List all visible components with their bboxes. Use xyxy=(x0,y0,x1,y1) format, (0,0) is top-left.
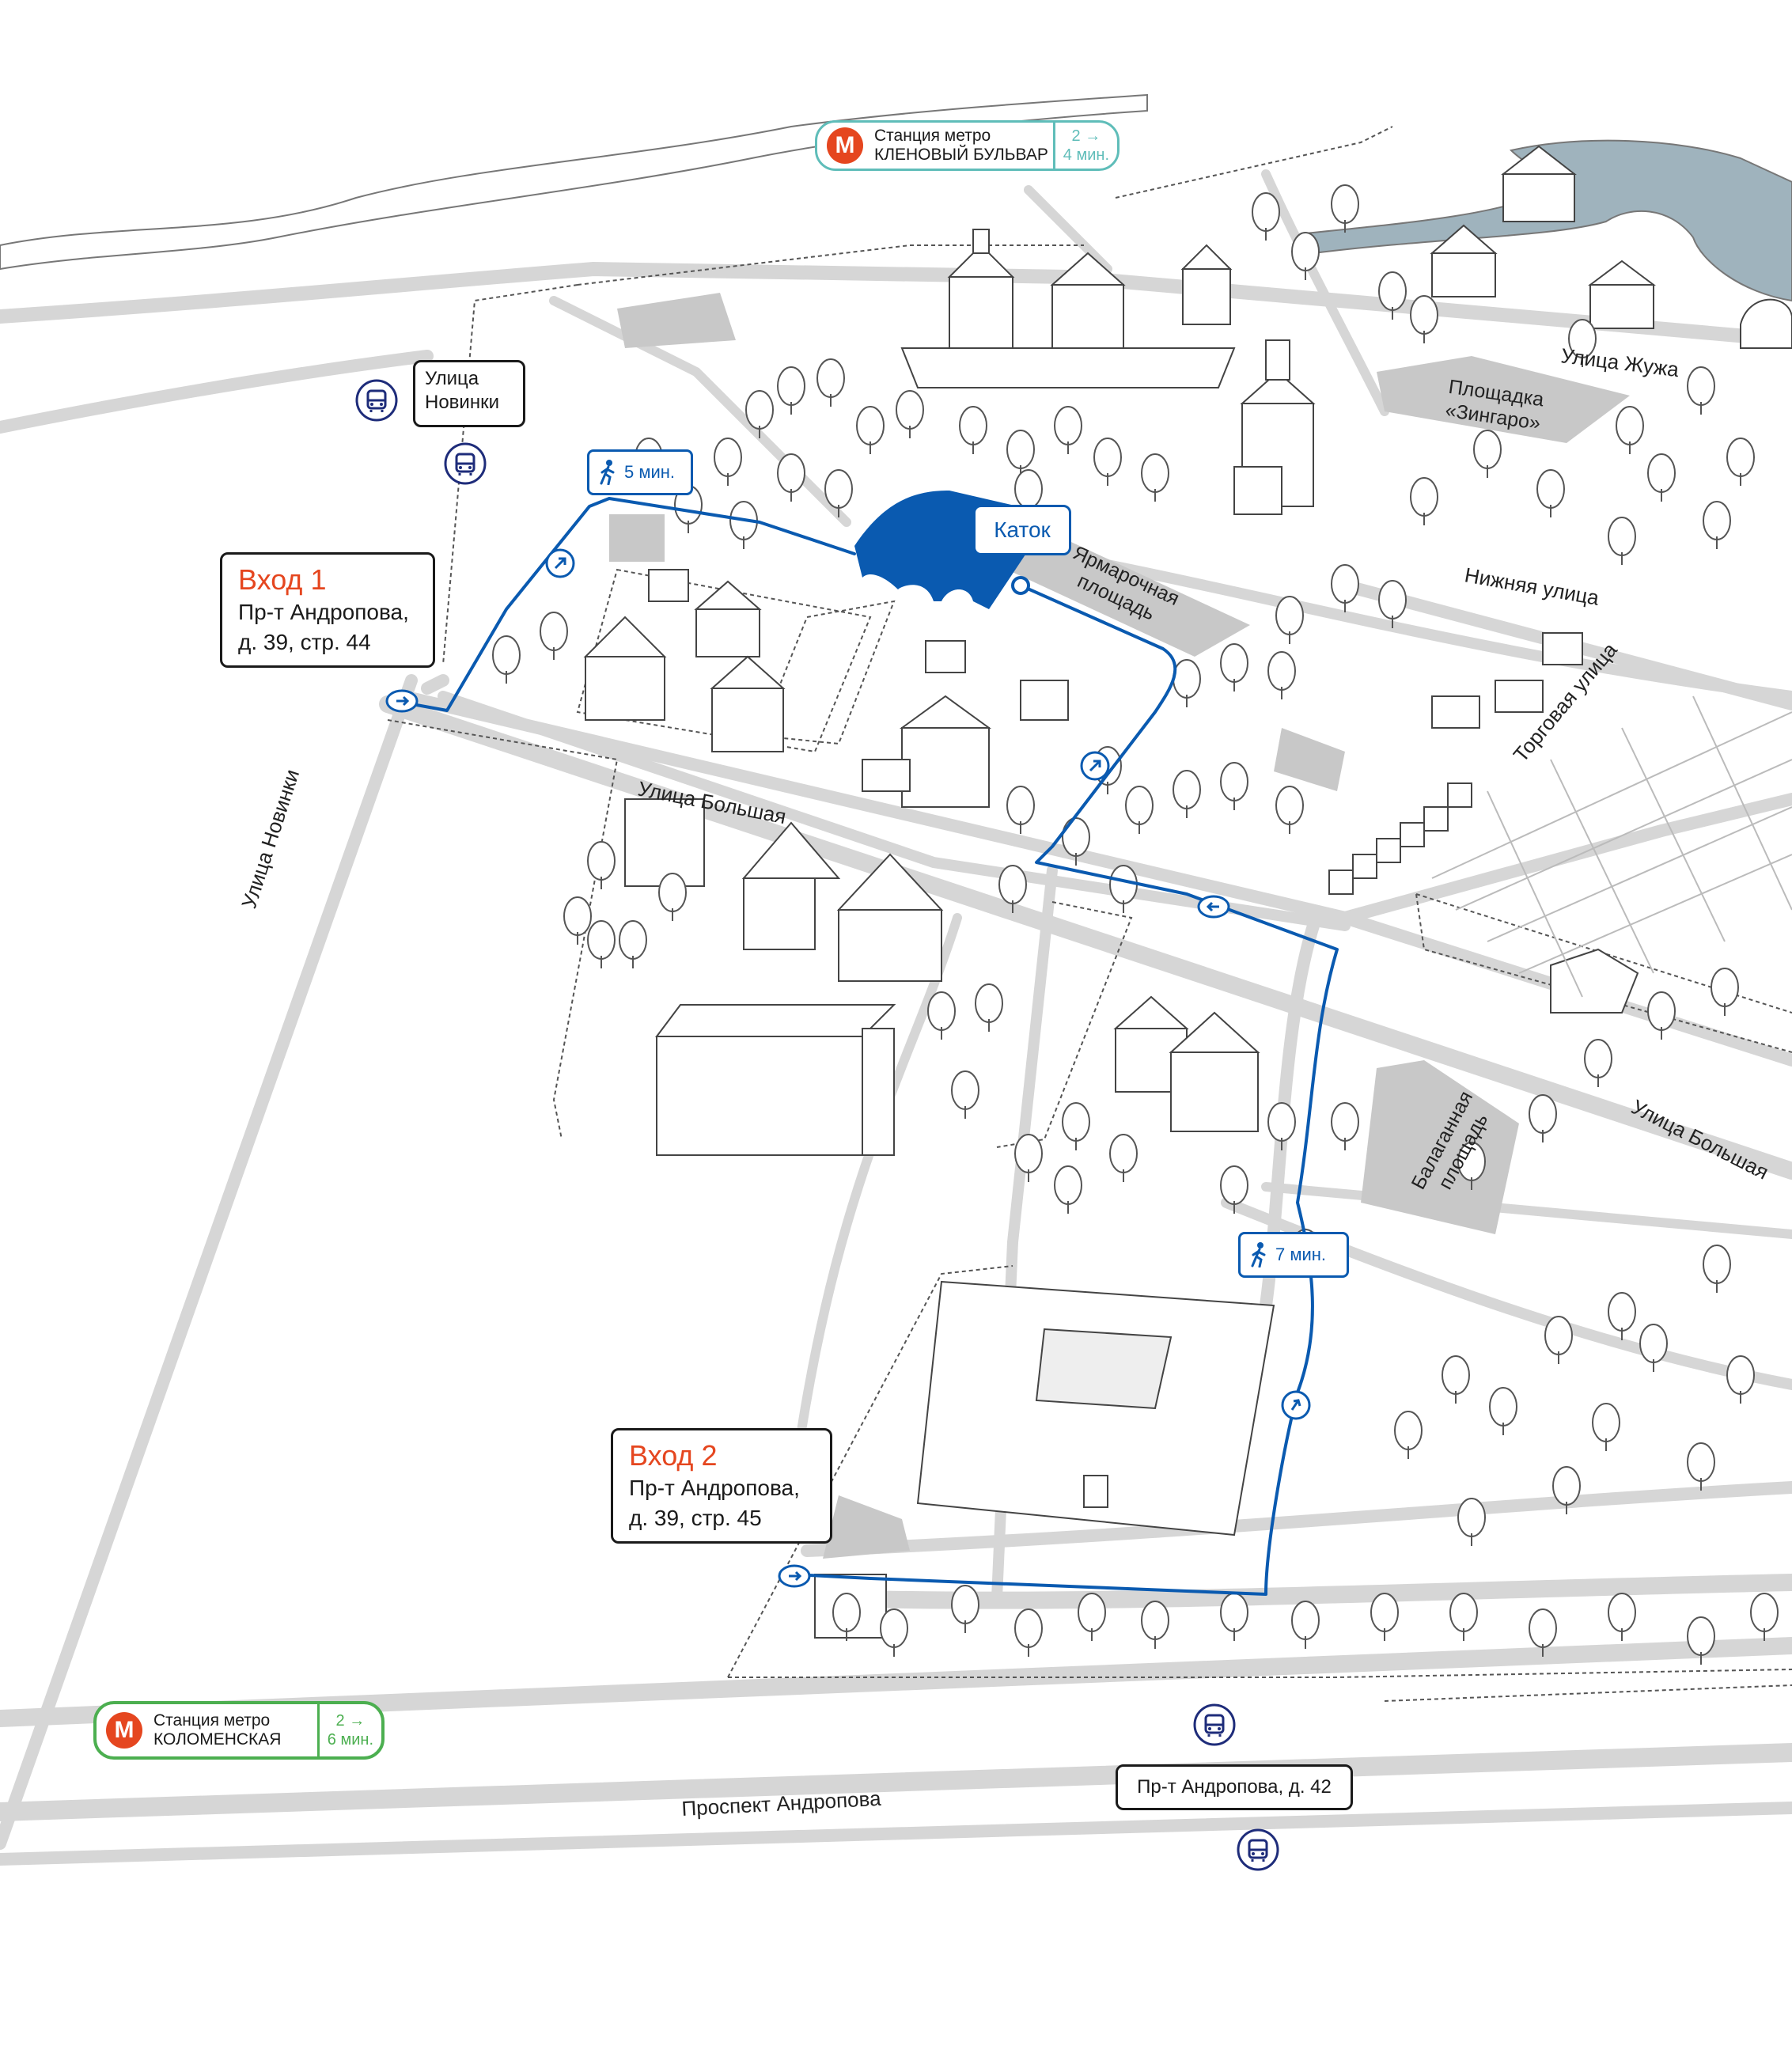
barns-building-icon xyxy=(741,821,944,982)
bus-icon[interactable] xyxy=(354,378,399,422)
bus-icon[interactable] xyxy=(1236,1828,1280,1872)
bus-stop-andropova-42[interactable]: Пр-т Андропова, д. 42 xyxy=(1116,1764,1353,1810)
house-building-icon xyxy=(1431,252,1496,297)
rink-label[interactable]: Каток xyxy=(973,505,1071,555)
entrance-address-line1: Пр-т Андропова, xyxy=(629,1476,800,1500)
arrow-icon xyxy=(1281,1390,1311,1420)
street-zhuzha: Улица Жужа xyxy=(1559,343,1680,381)
metro-time: 2 → 4 мин. xyxy=(1052,123,1117,169)
street-bolshaya-lower: Улица Большая xyxy=(1627,1095,1772,1184)
walk-time-text: 7 мин. xyxy=(1275,1245,1327,1264)
metro-badge-kolomenskaya[interactable]: М Станция метро КОЛОМЕНСКАЯ 2 → 6 мин. xyxy=(93,1701,385,1760)
metro-caption: Станция метро xyxy=(153,1711,271,1730)
metro-station-name: Станция метро КОЛОМЕНСКАЯ xyxy=(153,1711,281,1749)
homestead2-building-icon xyxy=(862,640,1069,808)
buildings xyxy=(583,145,1792,1639)
yarmarochnaya-plaza xyxy=(973,522,1250,657)
plazas xyxy=(609,293,1630,1559)
entrance-title: Вход 2 xyxy=(629,1439,718,1472)
entrance-address-line2: д. 39, стр. 44 xyxy=(238,630,371,654)
entrance-1-callout[interactable]: Вход 1 Пр-т Андропова, д. 39, стр. 44 xyxy=(220,552,435,668)
walk-time-text: 5 мин. xyxy=(624,462,676,482)
walk-icon xyxy=(600,460,615,485)
metro-time: 2 → 6 мин. xyxy=(316,1704,381,1756)
gazebo-building-icon xyxy=(1550,948,1639,1014)
entrance-address-line2: д. 39, стр. 45 xyxy=(629,1506,762,1530)
metro-station: КОЛОМЕНСКАЯ xyxy=(153,1730,282,1749)
street-novinki: Улица Новинки xyxy=(237,767,304,911)
bus-icon[interactable] xyxy=(1192,1703,1237,1747)
homestead-building-icon xyxy=(583,569,786,752)
metro-logo-icon: М xyxy=(106,1712,142,1749)
arrow-icon xyxy=(778,1564,811,1588)
balagannaya-plaza xyxy=(1361,1060,1519,1234)
destination-dot xyxy=(1011,576,1030,595)
walk-time-2: 7 мин. xyxy=(1238,1232,1349,1278)
arrow-icon xyxy=(1080,751,1110,781)
entrance-address-line1: Пр-т Андропова, xyxy=(238,600,409,624)
bus-icon[interactable] xyxy=(443,441,487,486)
house-building-icon xyxy=(1502,173,1575,222)
metro-station: КЛЕНОВЫЙ БУЛЬВАР xyxy=(874,146,1048,164)
zingaro-plaza xyxy=(1377,356,1630,443)
orchard xyxy=(1431,695,1792,998)
arrow-icon xyxy=(385,689,419,713)
walk-icon xyxy=(1251,1242,1266,1267)
dome-building-icon xyxy=(1740,298,1792,349)
walking-route xyxy=(402,497,1339,1596)
entrance-title: Вход 1 xyxy=(238,563,327,596)
metro-logo-icon: М xyxy=(827,127,863,164)
metro-badge-klenovy[interactable]: М Станция метро КЛЕНОВЫЙ БУЛЬВАР 2 → 4 м… xyxy=(815,120,1120,171)
route-arrows xyxy=(385,548,1311,1588)
houses-building-icon xyxy=(1113,995,1260,1132)
manor-building-icon xyxy=(655,1004,896,1156)
stall-building-icon xyxy=(1431,695,1480,729)
arena-building-icon xyxy=(916,1280,1275,1536)
walk-time-1: 5 мин. xyxy=(587,449,693,495)
tall-church-building-icon xyxy=(1233,339,1316,515)
arrow-icon xyxy=(545,548,575,578)
entrance-2-callout[interactable]: Вход 2 Пр-т Андропова, д. 39, стр. 45 xyxy=(611,1428,832,1544)
bus-stop-novinki[interactable]: Улица Новинки xyxy=(413,360,525,427)
arrow-icon xyxy=(1197,895,1230,919)
metro-station-name: Станция метро КЛЕНОВЫЙ БУЛЬВАР xyxy=(874,127,1048,165)
shed-building-icon xyxy=(624,798,705,887)
metro-caption: Станция метро xyxy=(874,127,991,145)
house-building-icon xyxy=(1589,284,1654,329)
street-nizhnyaya: Нижняя улица xyxy=(1463,563,1601,609)
church-building-icon xyxy=(900,229,1236,388)
